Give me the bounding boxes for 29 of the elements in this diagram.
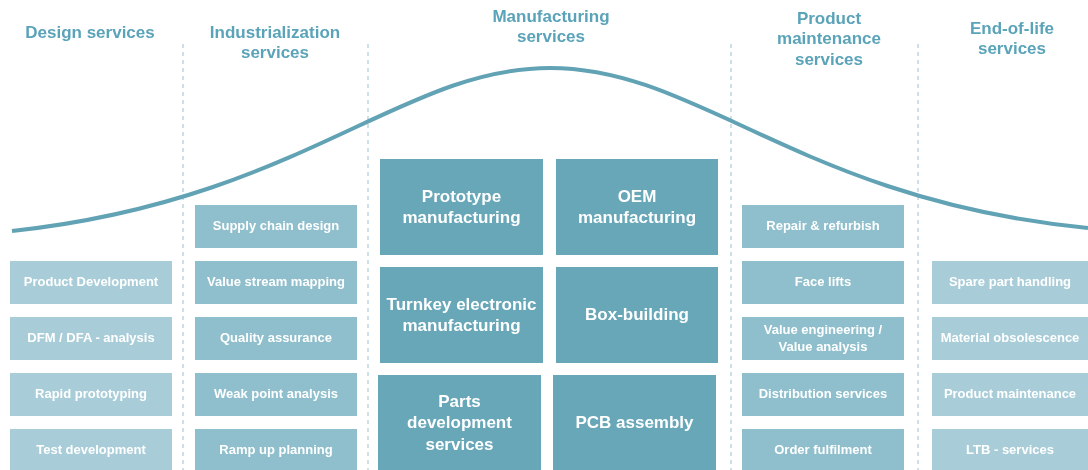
service-box: DFM / DFA - analysis [10,317,172,360]
service-box: Product Development [10,261,172,304]
service-box: Quality assurance [195,317,357,360]
column-heading: Design services [24,23,156,44]
service-box: Spare part handling [932,261,1088,304]
service-box: Weak point analysis [195,373,357,416]
service-box: Box-building [556,267,718,363]
service-box: Test development [10,429,172,470]
service-box: Parts development services [378,375,541,470]
service-box: Supply chain design [195,205,357,248]
service-box: Order fulfilment [742,429,904,470]
service-box: Rapid prototyping [10,373,172,416]
service-box: Product maintenance [932,373,1088,416]
service-box: Value stream mapping [195,261,357,304]
column-heading: End-of-life services [968,19,1055,60]
service-box: Material obsolescence [932,317,1088,360]
service-box: OEM manufacturing [556,159,718,255]
service-box: LTB - services [932,429,1088,470]
service-box: Repair & refurbish [742,205,904,248]
column-heading: Industrialization services [208,23,342,64]
service-box: Turnkey electronic manufacturing [380,267,543,363]
column-heading: Manufacturing services [491,7,611,48]
service-box: Prototype manufacturing [380,159,543,255]
service-box: Distribution services [742,373,904,416]
service-box: Ramp up planning [195,429,357,470]
service-box: Value engineering / Value analysis [742,317,904,360]
column-heading: Product maintenance services [776,9,882,71]
service-box: PCB assembly [553,375,716,470]
service-box: Face lifts [742,261,904,304]
